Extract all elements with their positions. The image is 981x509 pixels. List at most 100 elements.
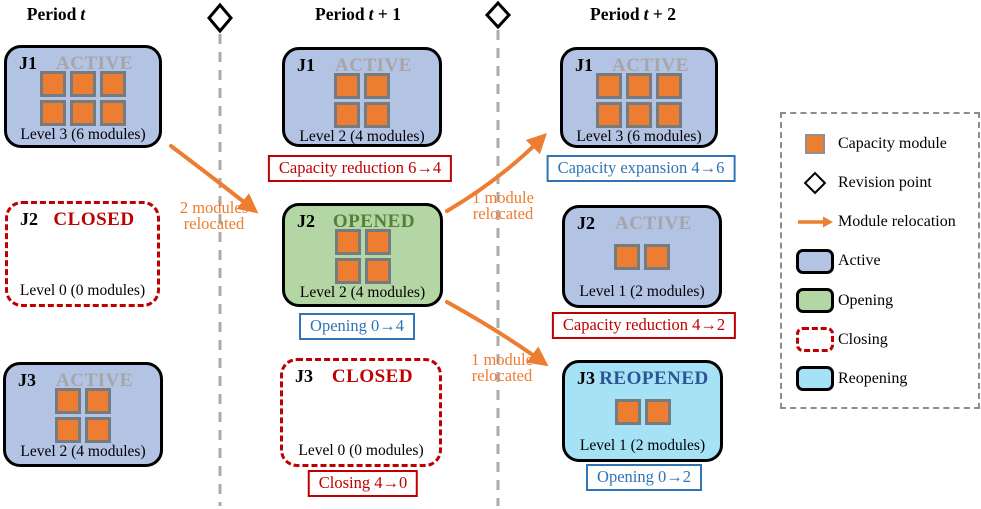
event-capacity-expansion-j1: Capacity expansion 4→6 (546, 155, 736, 182)
facility-j1-period-t: J1 ACTIVE Level 3 (6 modules) (4, 45, 162, 148)
capacity-module (334, 258, 361, 284)
facility-name: J2 (297, 211, 315, 231)
facility-j3-period-t2: J3 REOPENED Level 1 (2 modules) (562, 360, 723, 462)
legend-label: Closing (838, 330, 888, 348)
capacity-level-text: Level 3 (6 modules) (576, 128, 702, 145)
revision-point-icon (792, 171, 838, 195)
capacity-module (40, 100, 66, 126)
capacity-module (70, 71, 96, 97)
period-label: Period (315, 4, 365, 24)
facility-status: CLOSED (331, 366, 414, 387)
period-offset: + 2 (648, 4, 676, 24)
facility-status: ACTIVE (56, 370, 133, 391)
capacity-level-text: Level 2 (4 modules) (299, 284, 426, 301)
facility-status: REOPENED (599, 368, 709, 389)
revision-point-icon (207, 2, 233, 34)
revision-point-icon (484, 0, 512, 30)
facility-status: ACTIVE (612, 55, 689, 76)
facility-status: ACTIVE (615, 213, 692, 234)
capacity-module (70, 100, 96, 126)
capacity-module (55, 388, 81, 414)
capacity-module (644, 244, 670, 270)
facility-name: J1 (297, 55, 315, 75)
facility-name: J1 (19, 53, 37, 73)
legend-label: Reopening (838, 369, 908, 387)
opening-swatch (792, 288, 838, 314)
facility-j2-period-t1: J2 OPENED Level 2 (4 modules) (282, 203, 443, 307)
facility-header: J2 ACTIVE (572, 213, 712, 235)
period-variable: t (643, 4, 649, 24)
capacity-module (364, 102, 390, 128)
relocation-word: relocated (471, 366, 533, 385)
module-grid (572, 231, 712, 283)
period-offset: + 1 (373, 4, 401, 24)
capacity-level-text: Level 0 (0 modules) (298, 442, 424, 459)
capacity-module (40, 71, 66, 97)
capacity-module (364, 229, 391, 255)
capacity-module (614, 244, 640, 270)
relocation-word: relocated (472, 204, 534, 223)
capacity-module (596, 102, 622, 128)
facility-name: J2 (577, 213, 595, 233)
capacity-level-text: Level 0 (0 modules) (19, 282, 146, 299)
facility-status: OPENED (332, 211, 416, 232)
legend-item-revision-point: Revision point (792, 169, 974, 197)
capacity-module (334, 102, 360, 128)
active-swatch (792, 248, 838, 274)
capacity-module (85, 417, 111, 443)
facility-header: J3 REOPENED (572, 368, 713, 390)
facility-j2-period-t2: J2 ACTIVE Level 1 (2 modules) (562, 205, 722, 308)
facility-header: J3 CLOSED (290, 366, 432, 388)
facility-status: ACTIVE (335, 55, 412, 76)
legend: Capacity module Revision point Module re… (780, 112, 980, 409)
event-opening-j2: Opening 0→4 (299, 313, 415, 340)
facility-name: J2 (20, 209, 38, 229)
facility-header: J2 OPENED (292, 211, 433, 233)
capacity-level-text: Level 1 (2 modules) (579, 437, 706, 454)
period-variable: t (368, 4, 374, 24)
capacity-module (596, 73, 622, 99)
period-variable: t (80, 4, 86, 24)
legend-item-reopening: Reopening (792, 365, 974, 393)
relocation-label-1: 2 modules relocated (180, 199, 248, 232)
module-grid (292, 229, 433, 284)
legend-item-module-relocation: Module relocation (792, 208, 974, 236)
module-grid (292, 73, 432, 128)
legend-label: Revision point (838, 174, 932, 192)
capacity-module (656, 73, 682, 99)
event-opening-j3: Opening 0→2 (586, 464, 702, 491)
capacity-module (656, 102, 682, 128)
capacity-module (644, 398, 671, 425)
facility-status: ACTIVE (56, 53, 133, 74)
period-label: Period (26, 4, 77, 24)
legend-item-closing: Closing (792, 326, 974, 354)
module-grid (15, 227, 150, 282)
capacity-module (100, 71, 126, 97)
reopening-swatch (792, 366, 838, 392)
module-grid (13, 388, 153, 443)
capacity-module (100, 100, 126, 126)
capacity-module (334, 73, 360, 99)
facility-header: J2 CLOSED (15, 209, 150, 231)
closing-swatch (792, 327, 838, 353)
legend-item-active: Active (792, 247, 974, 275)
module-grid (14, 71, 152, 126)
capacity-level-text: Level 3 (6 modules) (20, 126, 146, 143)
capacity-module (626, 73, 652, 99)
module-relocation-icon (792, 215, 838, 229)
facility-name: J3 (295, 366, 313, 386)
capacity-module (614, 398, 641, 425)
capacity-module (334, 229, 361, 255)
facility-status: CLOSED (53, 209, 135, 230)
legend-label: Opening (838, 291, 894, 309)
capacity-module (364, 258, 391, 284)
facility-header: J1 ACTIVE (14, 53, 152, 75)
facility-name: J3 (18, 370, 36, 390)
module-grid (572, 386, 713, 437)
legend-label: Module relocation (838, 213, 956, 231)
relocation-label-3: 1 module relocated (471, 351, 533, 385)
